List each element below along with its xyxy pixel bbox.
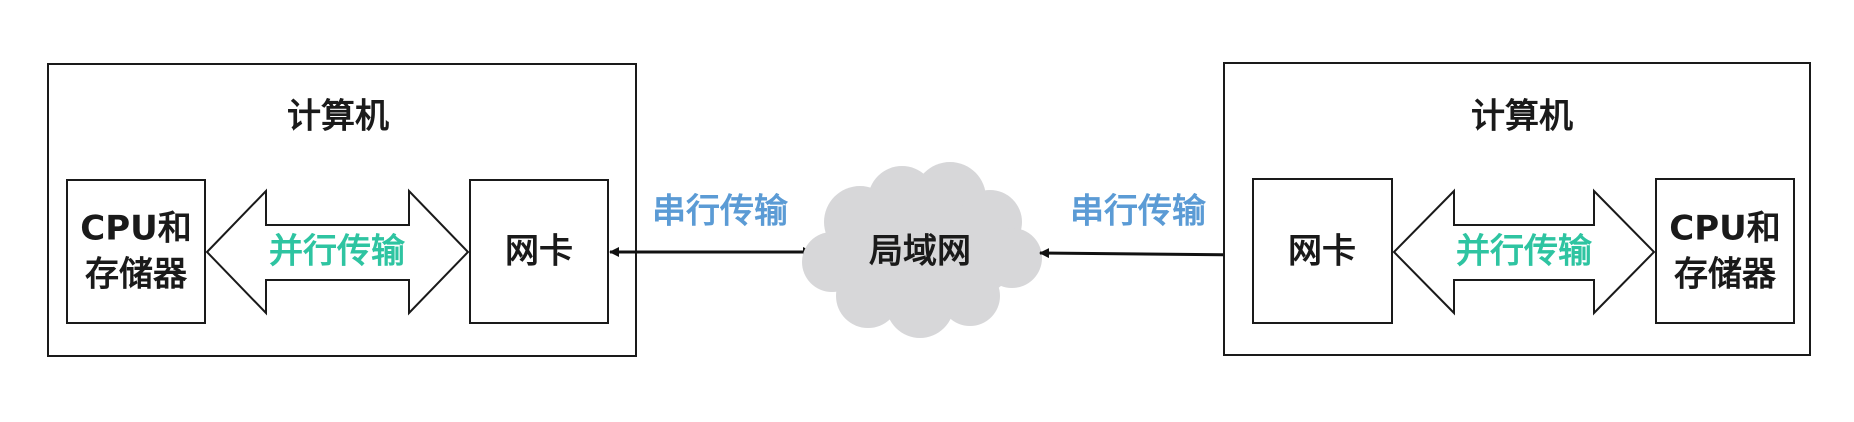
right-computer: 计算机 网卡 并行传输 CPU和 存储器: [1223, 62, 1811, 356]
left-cpu-label: CPU和: [80, 209, 191, 249]
right-cpu-label: CPU和: [1669, 209, 1780, 249]
left-computer-title: 计算机: [287, 97, 389, 137]
left-cpu-storage-box: [66, 179, 206, 324]
cloud-shape: [802, 162, 1042, 338]
right-serial-label: 串行传输: [1070, 192, 1207, 232]
right-storage-label: 存储器: [1674, 255, 1777, 295]
left-nic-label: 网卡: [505, 232, 573, 272]
lan-label: 局域网: [869, 232, 971, 272]
right-parallel-label: 并行传输: [1456, 232, 1593, 272]
left-computer: 计算机 CPU和 存储器 并行传输 网卡: [47, 63, 637, 357]
left-parallel-label: 并行传输: [269, 232, 406, 272]
left-parallel-double-arrow: [205, 188, 470, 316]
left-serial-link: 串行传输: [609, 192, 813, 257]
lan-cloud: 局域网: [802, 162, 1042, 338]
right-serial-arrow: [1039, 248, 1249, 260]
right-cpu-storage-box: [1655, 178, 1795, 324]
right-serial-link: 串行传输: [1039, 192, 1249, 260]
right-nic-box: [1252, 178, 1393, 324]
left-serial-label: 串行传输: [652, 192, 789, 232]
right-computer-title: 计算机: [1471, 97, 1573, 137]
left-nic-box: [469, 179, 609, 324]
left-storage-label: 存储器: [85, 255, 188, 295]
right-nic-label: 网卡: [1288, 232, 1356, 272]
right-parallel-double-arrow: [1392, 188, 1656, 316]
